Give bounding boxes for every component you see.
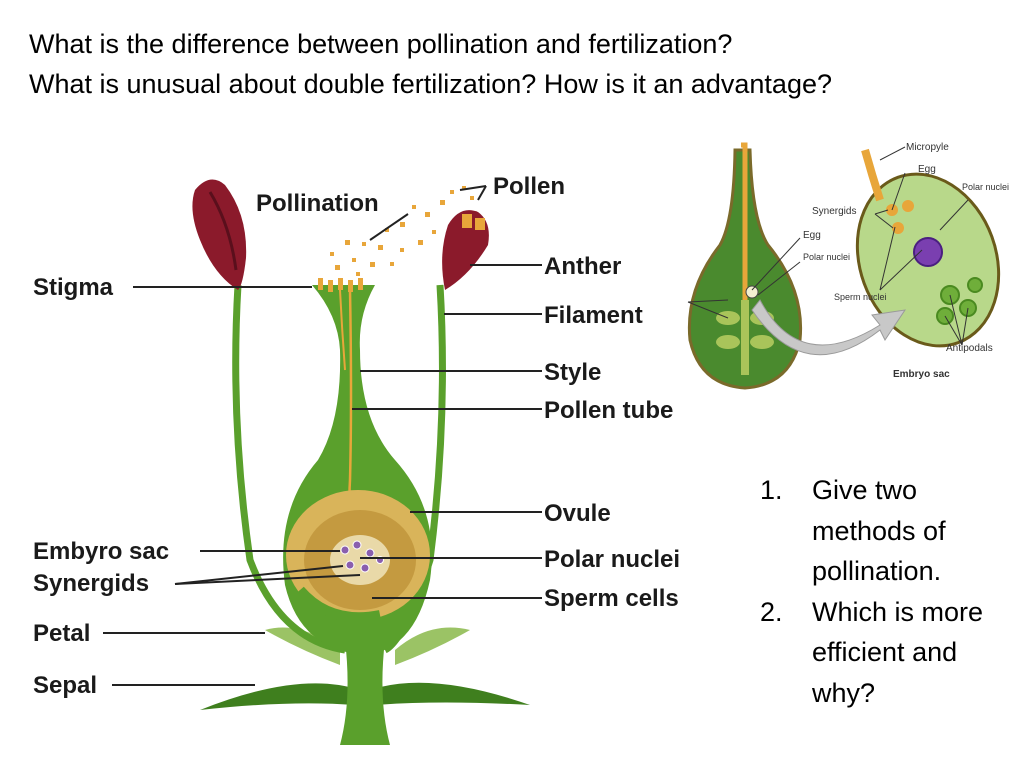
- filament-left: [232, 284, 346, 654]
- petal-right: [395, 627, 470, 665]
- label-egg-top: Egg: [918, 164, 936, 175]
- label-style: Style: [544, 359, 601, 386]
- label-micropyle: Micropyle: [906, 142, 949, 153]
- label-sperm-nuclei: Sperm nuclei: [834, 292, 887, 302]
- label-stigma: Stigma: [33, 274, 114, 301]
- label-egg-left: Egg: [803, 230, 821, 241]
- flower-diagram: Pollination Pollen Stigma Anther Filamen…: [33, 173, 680, 745]
- question-number: 1.: [760, 475, 783, 505]
- question-text: Which is more efficient and why?: [812, 596, 984, 708]
- label-anther: Anther: [544, 253, 621, 280]
- petal-left: [265, 627, 340, 665]
- sepal-right: [370, 682, 530, 705]
- label-filament: Filament: [544, 302, 643, 329]
- pollen-grains: [330, 186, 474, 276]
- question-number: 2.: [760, 596, 783, 627]
- stalk: [340, 640, 390, 745]
- question-item: 1. Give two methods of pollination.: [760, 470, 1020, 592]
- label-synergids-small: Synergids: [812, 206, 856, 217]
- label-sperm-cells: Sperm cells: [544, 585, 679, 612]
- question-list: 1. Give two methods of pollination. 2. W…: [760, 470, 1020, 713]
- anther-right: [442, 210, 489, 290]
- anther-left: [192, 179, 247, 290]
- leader-lines: [103, 185, 542, 686]
- title-line-2: What is unusual about double fertilizati…: [29, 69, 832, 99]
- label-ovule: Ovule: [544, 500, 611, 527]
- label-polar-nuclei-left: Polar nuclei: [803, 252, 850, 262]
- curved-arrow: [751, 299, 907, 356]
- label-pollination: Pollination: [256, 190, 379, 217]
- label-embryo-sac: Embyro sac: [33, 538, 169, 565]
- label-pollen-tube: Pollen tube: [544, 397, 673, 424]
- label-petal: Petal: [33, 620, 90, 647]
- label-pollen: Pollen: [493, 173, 565, 200]
- sepal-left: [200, 683, 360, 710]
- question-item: 2. Which is more efficient and why?: [760, 592, 1020, 714]
- title-line-1: What is the difference between pollinati…: [29, 29, 733, 59]
- label-antipodals: Antipodals: [946, 343, 993, 354]
- label-polar-nuclei: Polar nuclei: [544, 546, 680, 573]
- label-sepal: Sepal: [33, 672, 97, 699]
- label-polar-nuclei-right: Polar nuclei: [962, 182, 1009, 192]
- label-embryo-sac-small: Embryo sac: [893, 369, 950, 380]
- embryo-sac-diagram: Micropyle Egg Polar nuclei Synergids Egg…: [687, 142, 1009, 390]
- question-text: Give two methods of pollination.: [812, 475, 946, 586]
- label-synergids: Synergids: [33, 570, 149, 597]
- stigma-tips: [318, 278, 363, 292]
